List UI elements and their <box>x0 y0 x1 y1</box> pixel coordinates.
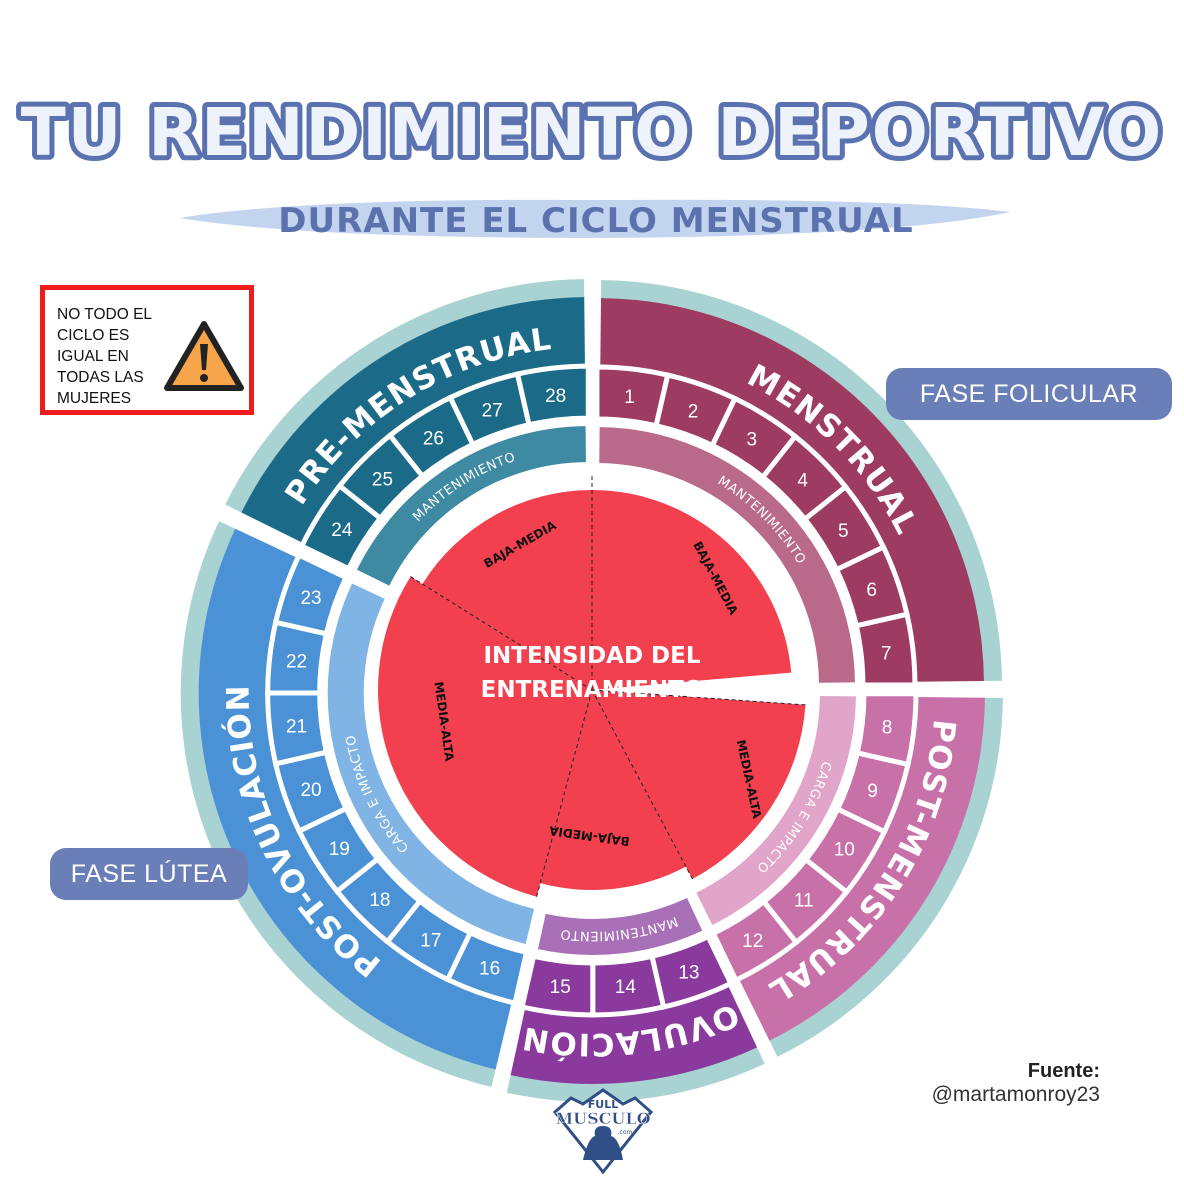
source-label: Fuente: <box>1027 1060 1100 1082</box>
day-number: 5 <box>838 521 849 542</box>
outer-ring-segment <box>225 279 585 514</box>
day-number: 14 <box>615 977 637 998</box>
outer-ring-segment <box>180 521 497 1087</box>
intensity-segment <box>540 690 686 890</box>
intensity-segment <box>592 690 806 879</box>
day-number: 8 <box>882 717 893 738</box>
day-number: 15 <box>550 977 571 998</box>
outer-ring-segment <box>506 1045 765 1102</box>
brand-logo: FULL MUSCULO .com <box>552 1088 654 1175</box>
day-number: 17 <box>420 930 441 951</box>
page-subtitle: DURANTE EL CICLO MENSTRUAL <box>278 201 913 241</box>
day-number: 2 <box>688 401 699 422</box>
fase-lutea-badge: FASE LÚTEA <box>50 848 248 900</box>
fase-folicular-badge: FASE FOLICULAR <box>886 368 1172 420</box>
training-ring <box>696 696 856 925</box>
day-number: 12 <box>742 931 763 952</box>
day-number: 27 <box>482 400 503 421</box>
subtitle-brush <box>180 199 1010 238</box>
intensity-segment <box>422 490 592 690</box>
day-cell <box>272 551 350 637</box>
day-number: 1 <box>624 387 635 408</box>
training-ring <box>538 897 703 955</box>
warning-line: NO TODO EL <box>57 306 153 323</box>
segment-divider <box>536 689 593 897</box>
warning-line: TODAS LAS <box>57 369 144 386</box>
cycle-wheel: MENSTRUAL1234567MANTENIMIENTOPOST-MENSTR… <box>180 279 1003 1102</box>
day-number: 10 <box>834 840 855 861</box>
logo-text-full: FULL <box>588 1098 618 1111</box>
day-number: 9 <box>867 781 878 802</box>
phase-band <box>600 298 984 682</box>
day-number: 3 <box>746 430 757 451</box>
day-number: 7 <box>881 643 892 664</box>
training-ring <box>599 427 855 683</box>
day-number: 26 <box>423 429 444 450</box>
phase-band <box>241 297 585 544</box>
warning-line: IGUAL EN <box>57 348 129 365</box>
day-number: 11 <box>794 890 814 911</box>
logo-text-musculo: MUSCULO <box>555 1109 650 1128</box>
day-number: 6 <box>866 580 877 601</box>
phase-band <box>510 984 758 1084</box>
page-title: TU RENDIMIENTO DEPORTIVO <box>21 94 1164 171</box>
day-number: 24 <box>331 520 353 541</box>
outer-ring-segment <box>768 697 1003 1057</box>
warning-triangle-icon <box>164 321 244 391</box>
day-number: 25 <box>372 469 393 490</box>
warning-line: CICLO ES <box>57 327 130 344</box>
segment-divider <box>591 689 693 880</box>
training-ring <box>357 426 586 586</box>
title-group: TU RENDIMIENTO DEPORTIVO DURANTE EL CICL… <box>16 89 1167 241</box>
warning-text: NO TODO EL CICLO ES IGUAL EN TODAS LAS M… <box>57 304 177 409</box>
day-number: 16 <box>479 959 500 980</box>
day-number: 22 <box>286 651 307 672</box>
training-ring <box>327 583 535 944</box>
intensity-title: ENTRENAMIENTO <box>481 677 704 703</box>
day-cell <box>514 363 591 428</box>
day-number: 13 <box>678 963 699 984</box>
day-cell <box>853 611 918 688</box>
day-number: 18 <box>369 890 390 911</box>
segment-divider <box>591 689 806 706</box>
source-credit: Fuente: @martamonroy23 <box>932 1060 1100 1107</box>
intensity-segment <box>592 490 792 690</box>
day-number: 4 <box>797 470 808 491</box>
day-number: 20 <box>300 780 321 801</box>
day-number: 19 <box>329 839 350 860</box>
source-handle: @martamonroy23 <box>931 1083 1100 1106</box>
phase-band <box>738 697 985 1041</box>
day-number: 28 <box>545 386 566 407</box>
phase-band <box>198 528 512 1070</box>
warning-box: NO TODO EL CICLO ES IGUAL EN TODAS LAS M… <box>40 285 254 415</box>
segment-divider <box>410 576 593 691</box>
logo-text-com: .com <box>618 1129 633 1136</box>
day-cell <box>710 898 800 984</box>
day-number: 21 <box>286 717 307 738</box>
day-cell <box>519 953 596 1018</box>
day-number: 23 <box>300 588 321 609</box>
intensity-title: INTENSIDAD DEL <box>483 643 700 669</box>
warning-line: MUJERES <box>57 390 132 407</box>
